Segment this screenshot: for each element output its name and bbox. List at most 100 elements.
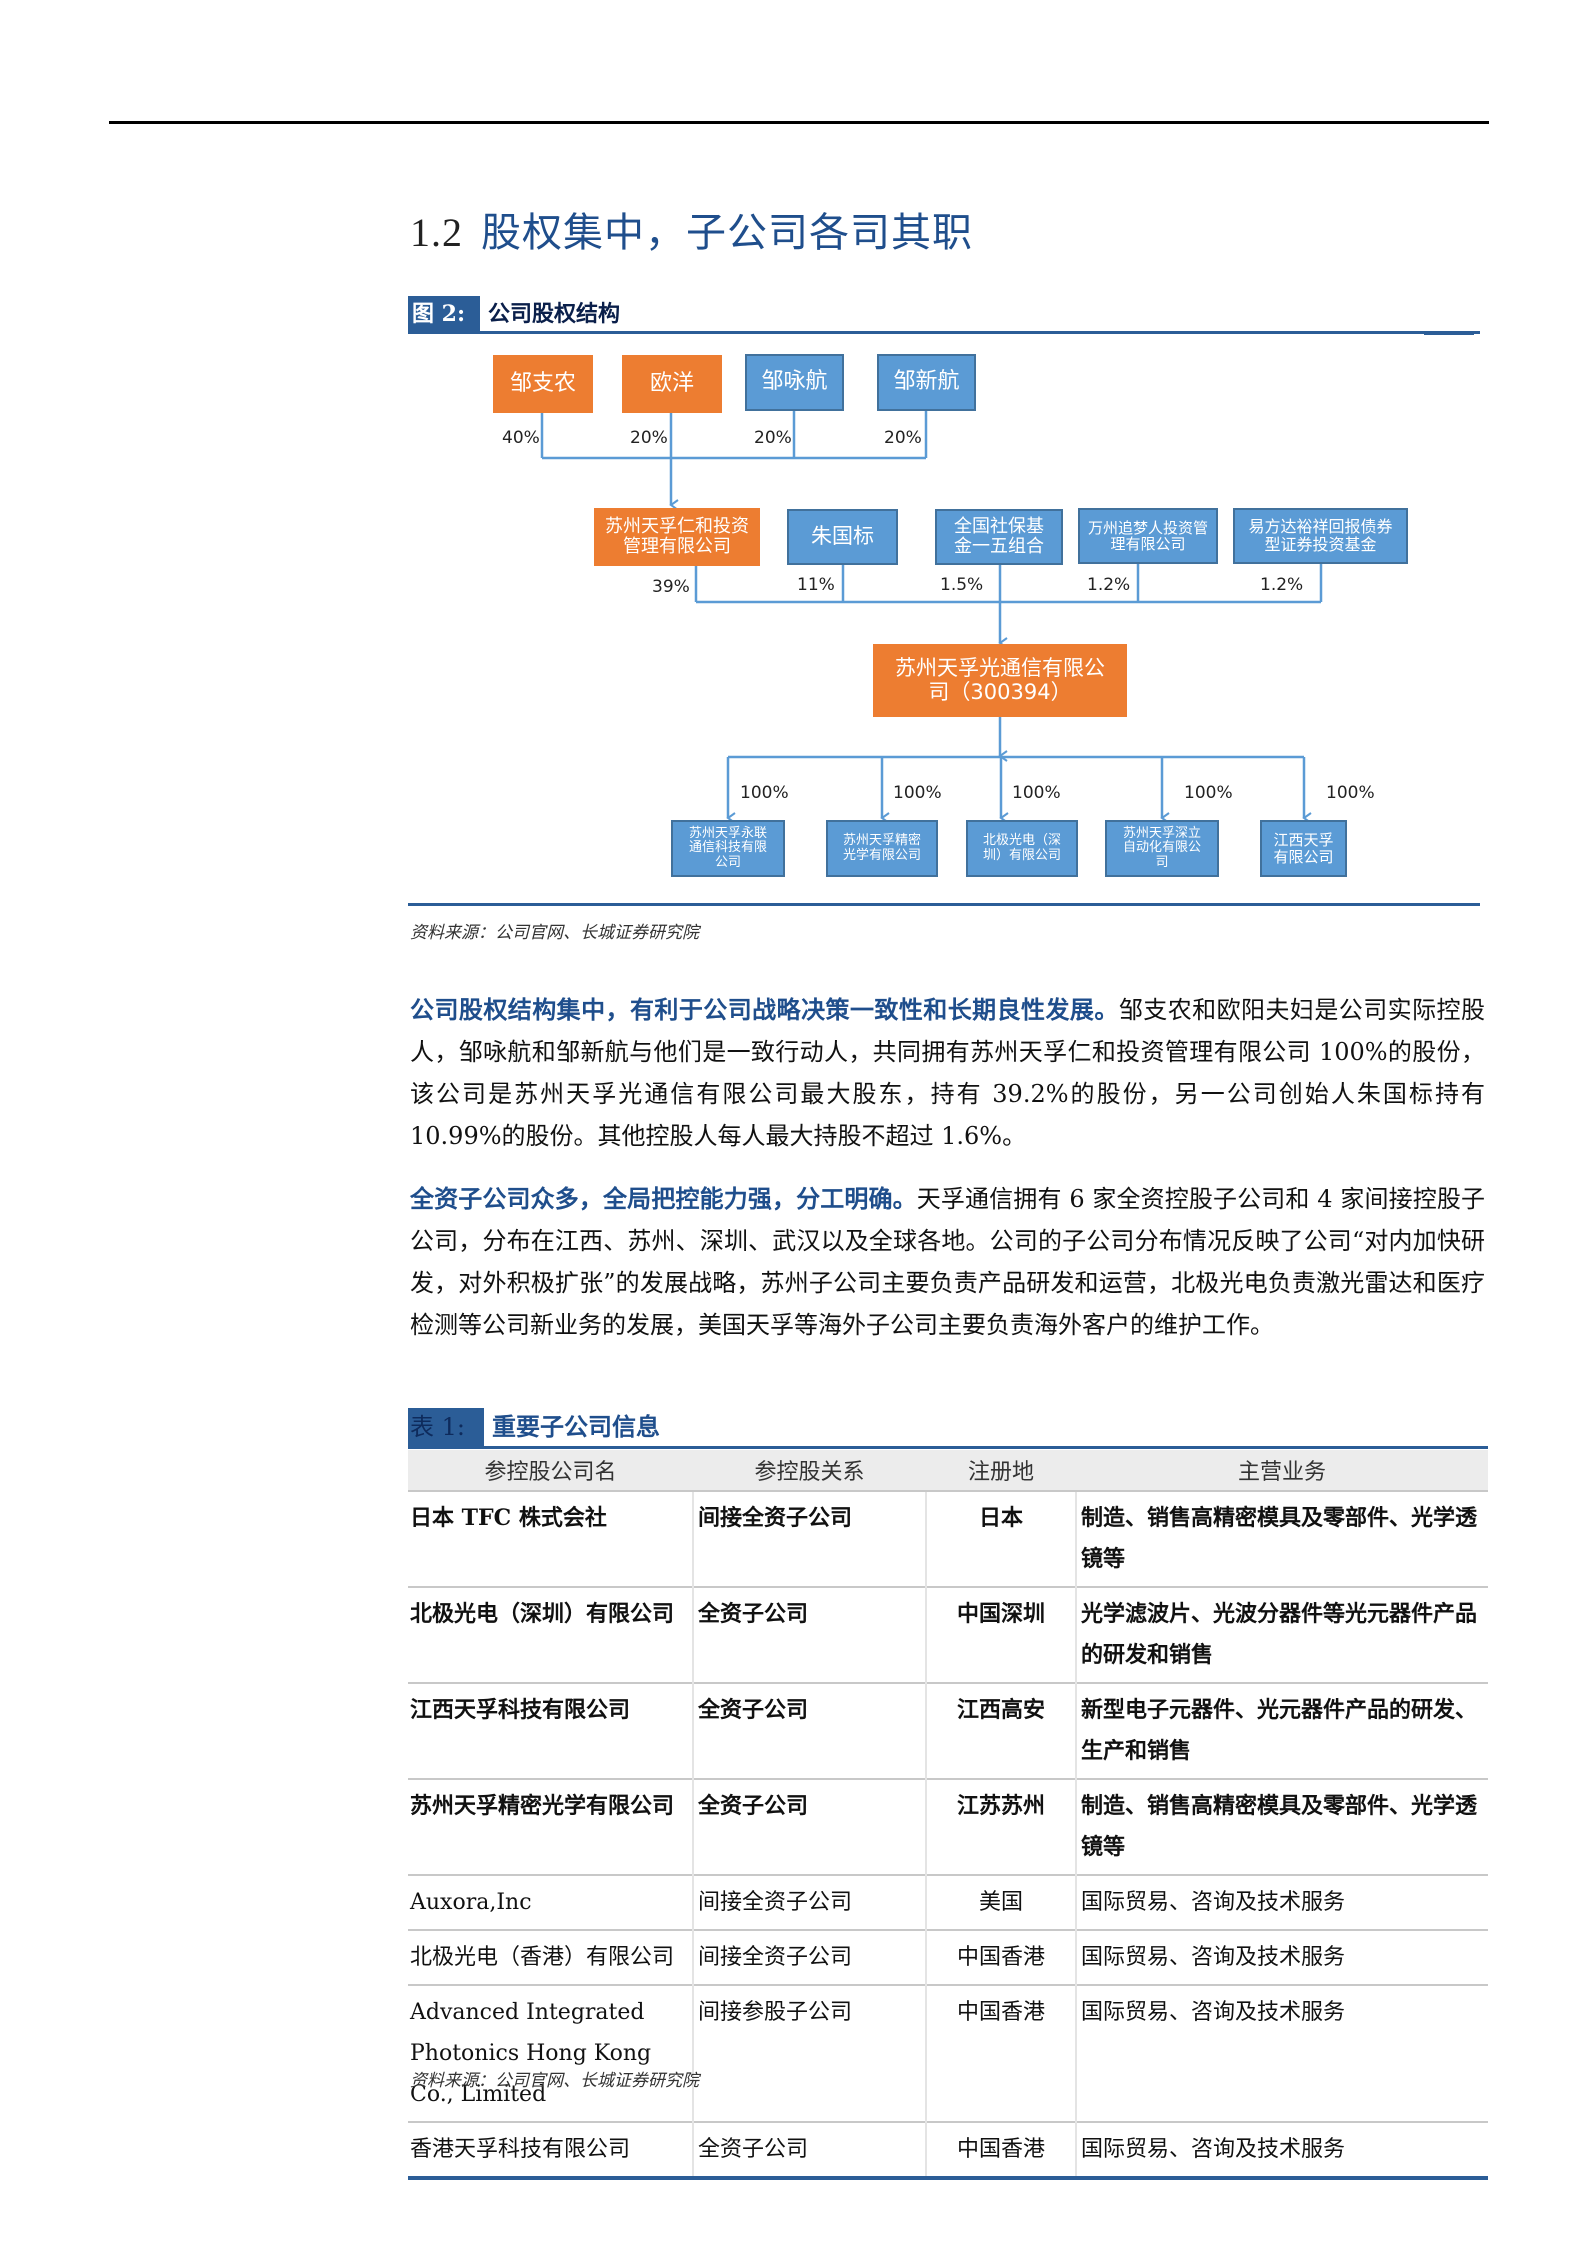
- subsidiary-node: 苏州天孚深立自动化有限公司: [1105, 820, 1219, 877]
- listed-company-node: 苏州天孚光通信有限公司（300394）: [873, 644, 1127, 717]
- table-source-note: 资料来源：公司官网、长城证券研究院: [410, 2071, 699, 2091]
- figure-bottom-rule: [408, 903, 1480, 906]
- ownership-pct: 20%: [884, 428, 922, 448]
- ownership-pct: 100%: [740, 783, 789, 803]
- cell-relation: 全资子公司: [692, 2121, 926, 2180]
- node-label: 苏州天孚永联通信科技有限公司: [688, 826, 767, 870]
- cell-location: 中国香港: [925, 2121, 1076, 2180]
- figure-source-note: 资料来源：公司官网、长城证券研究院: [410, 923, 699, 943]
- cell-relation: 间接全资子公司: [692, 1929, 926, 1985]
- shareholder-node: 易方达裕祥回报债券型证券投资基金: [1233, 508, 1408, 564]
- column-header: 参控股关系: [693, 1450, 926, 1491]
- table-row: 江西天孚科技有限公司 全资子公司 江西高安 新型电子元器件、光元器件产品的研发、…: [408, 1682, 1488, 1779]
- paragraph-body: 天孚通信拥有 6 家全资控股子公司和 4 家间接控股子公司，分布在江西、苏州、深…: [410, 1185, 1486, 1339]
- cell-location: 中国香港: [925, 1929, 1076, 1985]
- ownership-pct: 1.2%: [1087, 575, 1131, 595]
- subsidiary-node: 北极光电（深圳）有限公司: [966, 820, 1078, 877]
- cell-relation: 间接参股子公司: [692, 1984, 926, 2122]
- shareholder-node: 苏州天孚仁和投资管理有限公司: [594, 508, 760, 566]
- org-chart-connectors: [540, 410, 1323, 824]
- column-header: 参控股公司名: [408, 1450, 693, 1491]
- node-label: 邹支农: [509, 370, 576, 396]
- figure-header: 图 2: 公司股权结构: [408, 296, 1480, 335]
- figure-header-rule: [408, 331, 1480, 334]
- table-row: 香港天孚科技有限公司 全资子公司 中国香港 国际贸易、咨询及技术服务: [408, 2121, 1488, 2180]
- node-label: 万州追梦人投资管理有限公司: [1088, 518, 1209, 553]
- table-tag: 表 1:: [408, 1408, 484, 1446]
- cell-business: 国际贸易、咨询及技术服务: [1075, 2121, 1488, 2180]
- cell-location: 中国深圳: [925, 1586, 1076, 1683]
- cell-business: 新型电子元器件、光元器件产品的研发、生产和销售: [1075, 1682, 1488, 1779]
- ownership-pct: 100%: [1184, 783, 1233, 803]
- cell-business: 制造、销售高精密模具及零部件、光学透镜等: [1075, 1490, 1488, 1587]
- subsidiary-node: 苏州天孚精密光学有限公司: [826, 820, 938, 877]
- table-row: 北极光电（香港）有限公司 间接全资子公司 中国香港 国际贸易、咨询及技术服务: [408, 1929, 1488, 1985]
- cell-relation: 全资子公司: [692, 1778, 926, 1875]
- cell-name: 日本 TFC 株式会社: [408, 1490, 693, 1587]
- table-header-rule: [408, 1446, 1488, 1449]
- ownership-pct: 1.2%: [1260, 575, 1304, 595]
- node-label: 邹咏航: [761, 369, 828, 395]
- node-label: 苏州天孚光通信有限公司（300394）: [895, 656, 1105, 704]
- paragraph-body: 邹支农和欧阳夫妇是公司实际控股人，邹咏航和邹新航与他们是一致行动人，共同拥有苏州…: [410, 996, 1485, 1150]
- cell-relation: 全资子公司: [692, 1682, 926, 1779]
- column-header: 主营业务: [1076, 1450, 1488, 1491]
- ownership-pct: 1.5%: [940, 575, 984, 595]
- section-title-text: 股权集中，子公司各司其职: [481, 210, 973, 256]
- cell-name: 江西天孚科技有限公司: [408, 1682, 693, 1779]
- column-header: 注册地: [926, 1450, 1076, 1491]
- cell-name: Advanced Integrated Photonics Hong Kong …: [408, 1984, 693, 2122]
- ownership-pct: 100%: [1012, 783, 1061, 803]
- cell-location: 中国香港: [925, 1984, 1076, 2122]
- node-label: 苏州天孚精密光学有限公司: [842, 833, 921, 863]
- shareholder-node: 全国社保基金一五组合: [935, 509, 1063, 565]
- section-number: 1.2: [410, 210, 463, 255]
- paragraph-lead: 全资子公司众多，全局把控能力强，分工明确。: [410, 1184, 917, 1213]
- table-header-row: 参控股公司名 参控股关系 注册地 主营业务: [408, 1450, 1488, 1491]
- cell-business: 国际贸易、咨询及技术服务: [1075, 1984, 1488, 2122]
- shareholder-node: 朱国标: [787, 509, 898, 565]
- subsidiary-node: 江西天孚有限公司: [1260, 820, 1347, 877]
- cell-name: 北极光电（香港）有限公司: [408, 1929, 693, 1985]
- cell-location: 美国: [925, 1874, 1076, 1930]
- table-row: 苏州天孚精密光学有限公司 全资子公司 江苏苏州 制造、销售高精密模具及零部件、光…: [408, 1778, 1488, 1875]
- cell-relation: 间接全资子公司: [692, 1874, 926, 1930]
- cell-name: 北极光电（深圳）有限公司: [408, 1586, 693, 1683]
- table-row: Auxora,Inc 间接全资子公司 美国 国际贸易、咨询及技术服务: [408, 1874, 1488, 1930]
- cell-name: Auxora,Inc: [408, 1874, 693, 1930]
- shareholder-node: 欧洋: [622, 355, 722, 413]
- cell-location: 江西高安: [925, 1682, 1076, 1779]
- shareholder-node: 邹咏航: [745, 354, 844, 411]
- cell-relation: 全资子公司: [692, 1586, 926, 1683]
- cell-business: 光学滤波片、光波分器件等光元器件产品的研发和销售: [1075, 1586, 1488, 1683]
- cell-name: 香港天孚科技有限公司: [408, 2121, 693, 2180]
- node-label: 朱国标: [811, 524, 874, 549]
- shareholder-node: 万州追梦人投资管理有限公司: [1078, 508, 1218, 564]
- cell-location: 江苏苏州: [925, 1778, 1076, 1875]
- figure-tag: 图 2:: [408, 296, 480, 332]
- node-label: 全国社保基金一五组合: [954, 516, 1044, 557]
- node-label: 邹新航: [893, 369, 960, 395]
- paragraph-subsidiaries: 全资子公司众多，全局把控能力强，分工明确。天孚通信拥有 6 家全资控股子公司和 …: [410, 1178, 1485, 1346]
- paragraph-lead: 公司股权结构集中，有利于公司战略决策一致性和长期良性发展。: [410, 995, 1119, 1024]
- node-label: 苏州天孚深立自动化有限公司: [1122, 826, 1201, 870]
- shareholder-node: 邹新航: [877, 354, 976, 411]
- node-label: 江西天孚有限公司: [1273, 831, 1334, 866]
- cell-business: 国际贸易、咨询及技术服务: [1075, 1929, 1488, 1985]
- cell-business: 制造、销售高精密模具及零部件、光学透镜等: [1075, 1778, 1488, 1875]
- shareholder-node: 邹支农: [493, 355, 593, 413]
- ownership-pct: 40%: [502, 428, 540, 448]
- node-label: 苏州天孚仁和投资管理有限公司: [605, 516, 749, 557]
- table-header: 表 1: 重要子公司信息: [408, 1408, 1488, 1449]
- table-row: Advanced Integrated Photonics Hong Kong …: [408, 1984, 1488, 2122]
- figure-caption: 公司股权结构: [488, 301, 621, 327]
- cell-relation: 间接全资子公司: [692, 1490, 926, 1587]
- section-title: 1.2 股权集中，子公司各司其职: [410, 200, 973, 258]
- ownership-pct: 20%: [630, 428, 668, 448]
- ownership-pct: 39%: [652, 577, 690, 597]
- node-label: 易方达裕祥回报债券型证券投资基金: [1248, 517, 1393, 554]
- ownership-pct: 100%: [893, 783, 942, 803]
- ownership-org-chart: 邹支农 欧洋 邹咏航 邹新航 40% 20% 20% 20% 苏州天孚仁和投资管…: [0, 0, 1587, 900]
- table-row: 北极光电（深圳）有限公司 全资子公司 中国深圳 光学滤波片、光波分器件等光元器件…: [408, 1586, 1488, 1683]
- figure-header-accent: [1424, 331, 1474, 335]
